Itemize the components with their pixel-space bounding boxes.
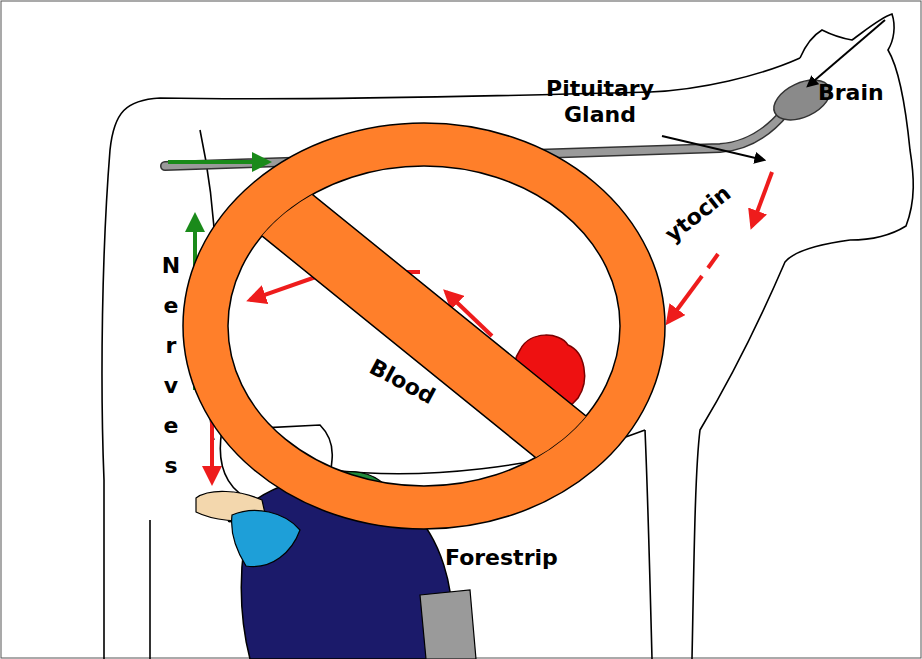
green-arrow bbox=[168, 160, 268, 164]
cow-hind-leg bbox=[149, 520, 151, 659]
leader-lines bbox=[662, 20, 885, 160]
bucket bbox=[420, 590, 476, 659]
organ-label: Pituitary Gland bbox=[520, 76, 680, 128]
prohibition-slash bbox=[202, 138, 646, 515]
pathway-label: Nerves bbox=[160, 246, 182, 486]
prohibition-sign bbox=[183, 123, 665, 529]
cow-chest bbox=[692, 240, 850, 659]
pathway-label: Blood bbox=[365, 354, 439, 410]
prohibition-ring bbox=[183, 123, 665, 529]
cow-outline bbox=[102, 14, 913, 659]
towel bbox=[232, 510, 300, 566]
red-arrow bbox=[210, 420, 214, 482]
action-label: Forestrip bbox=[445, 545, 558, 571]
leader-line bbox=[662, 136, 764, 160]
cow-back bbox=[102, 58, 800, 659]
hormone-label: ytocin bbox=[660, 180, 736, 247]
cow-front-leg bbox=[645, 430, 652, 659]
cow-head bbox=[800, 14, 913, 240]
red-dash bbox=[708, 254, 718, 268]
red-arrow bbox=[668, 276, 702, 322]
organ-label: Brain bbox=[818, 80, 884, 106]
red-arrow bbox=[752, 172, 772, 226]
leader-line bbox=[808, 20, 885, 86]
